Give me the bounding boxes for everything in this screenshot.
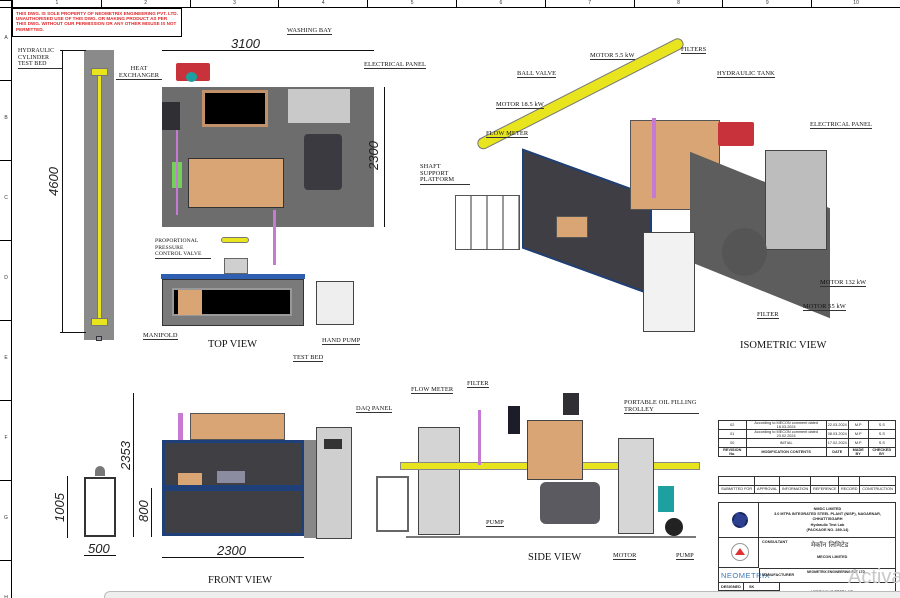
frame-row-B: B <box>0 80 12 160</box>
frame-column-3: 3 <box>189 0 279 8</box>
side-main-motor <box>540 482 600 524</box>
frame-column-1: 1 <box>12 0 101 8</box>
iso-motor <box>722 228 767 276</box>
label-hydraulic-cylinder-test-bed: HYDRAULIC CYLINDER TEST BED <box>18 48 62 69</box>
label-heat-exchanger: HEAT EXCHANGER <box>116 65 162 80</box>
frame-left-border <box>0 0 12 598</box>
label-shaft-support-platform: SHAFT SUPPORT PLATFORM <box>420 163 470 185</box>
iso-electrical-panel <box>765 150 827 250</box>
dim-top-width: 3100 <box>231 36 260 51</box>
label-motor-132kw: MOTOR 132 kW <box>820 279 867 287</box>
label-hand-pump: HAND PUMP <box>322 337 361 345</box>
frame-column-5: 5 <box>367 0 456 8</box>
frame-column-4: 4 <box>278 0 367 8</box>
ownership-warning-note: THIS DWG. IS SOLE PROPERTY OF NEOMETRIX … <box>12 8 182 37</box>
frame-column-2: 2 <box>100 0 190 8</box>
designed-value: SK <box>749 585 755 589</box>
label-filter-side: FILTER <box>467 380 489 388</box>
label-manifold: MANIFOLD <box>143 332 178 340</box>
label-pump-side-right: PUMP <box>676 552 694 560</box>
label-motor-55kw: MOTOR 55 kW <box>803 303 846 311</box>
label-electrical-panel-top: ELECTRICAL PANEL <box>364 61 427 69</box>
label-washing-bay: WASHING BAY <box>287 27 333 35</box>
activation-watermark: Activat <box>848 566 900 588</box>
dim-front-lower-height: 800 <box>136 500 151 522</box>
dim-cylinder-length: 4600 <box>46 167 61 196</box>
consultant-label: CONSULTANT <box>762 540 788 544</box>
side-tank <box>527 420 583 480</box>
label-motor-side: MOTOR <box>613 552 637 560</box>
front-lower-cabinet <box>162 488 304 536</box>
electrical-panel-top <box>288 89 350 123</box>
label-oil-filling-trolley: PORTABLE OIL FILLING TROLLEY <box>624 399 699 414</box>
frame-row-A: A <box>0 0 12 80</box>
front-support-stand <box>84 477 116 537</box>
frame-column-9: 9 <box>722 0 811 8</box>
hand-pump-box <box>316 281 354 325</box>
frame-column-7: 7 <box>544 0 634 8</box>
iso-daq-panel <box>643 232 695 332</box>
frame-column-6: 6 <box>456 0 545 8</box>
title-isometric-view: ISOMETRIC VIEW <box>740 340 827 351</box>
proportional-valve <box>224 258 248 274</box>
dim-front-width: 2300 <box>217 543 246 558</box>
frame-row-E: E <box>0 320 12 400</box>
label-filter-iso: FILTER <box>757 311 779 319</box>
label-electrical-panel-iso: ELECTRICAL PANEL <box>810 121 873 129</box>
heat-exchanger <box>162 102 180 130</box>
label-pump-side-left: PUMP <box>486 519 504 527</box>
nmdc-logo-icon <box>732 512 748 528</box>
mecon-logo-icon <box>731 543 749 561</box>
neometrix-logo: NEOMETRIX <box>721 571 771 580</box>
label-flow-meter-iso: FLOW METER <box>486 130 529 138</box>
label-motor-18-5kw: MOTOR 18.5 kW <box>496 101 544 109</box>
frame-top-border <box>0 0 900 8</box>
dim-support-height: 1005 <box>52 493 67 522</box>
motor-top <box>304 134 342 190</box>
designed-label: DESIGNED <box>721 585 741 589</box>
frame-row-H: H <box>0 560 12 598</box>
frame-column-8: 8 <box>633 0 723 8</box>
frame-column-10: 10 <box>811 0 900 8</box>
manufacturer-label: MANUFACTURER <box>762 573 795 577</box>
manufacturer-name: NEOMETRIX ENGINEERING PVT LTD <box>807 570 866 574</box>
horizontal-scrollbar[interactable] <box>104 591 900 598</box>
label-daq-panel: DAQ PANEL <box>356 405 393 413</box>
label-proportional-valve: PROPORTIONAL PRESSURE CONTROL VALVE <box>155 238 211 259</box>
title-front-view: FRONT VIEW <box>208 575 273 586</box>
frame-row-G: G <box>0 480 12 560</box>
label-flow-meter-side: FLOW METER <box>411 386 454 394</box>
label-filters: FILTERS <box>681 46 707 54</box>
dim-support-width: 500 <box>88 541 110 556</box>
frame-row-D: D <box>0 240 12 320</box>
dim-front-total-height: 2353 <box>118 441 133 470</box>
hydraulic-tank-top <box>188 158 284 208</box>
title-top-view: TOP VIEW <box>208 339 258 350</box>
label-motor-5-5kw: MOTOR 5.5 kW <box>590 52 635 60</box>
consultant-name: MECON LIMITED <box>817 555 848 559</box>
label-test-bed: TEST BED <box>293 354 324 362</box>
label-hydraulic-tank: HYDRAULIC TANK <box>717 70 775 78</box>
washing-bay <box>202 90 268 127</box>
consultant-hindi-name: मेकॉन लिमिटेड <box>811 541 849 549</box>
frame-row-C: C <box>0 160 12 240</box>
label-ball-valve: BALL VALVE <box>517 70 557 78</box>
frame-row-F: F <box>0 400 12 480</box>
dim-top-height: 2300 <box>366 141 381 170</box>
title-side-view: SIDE VIEW <box>528 552 582 563</box>
